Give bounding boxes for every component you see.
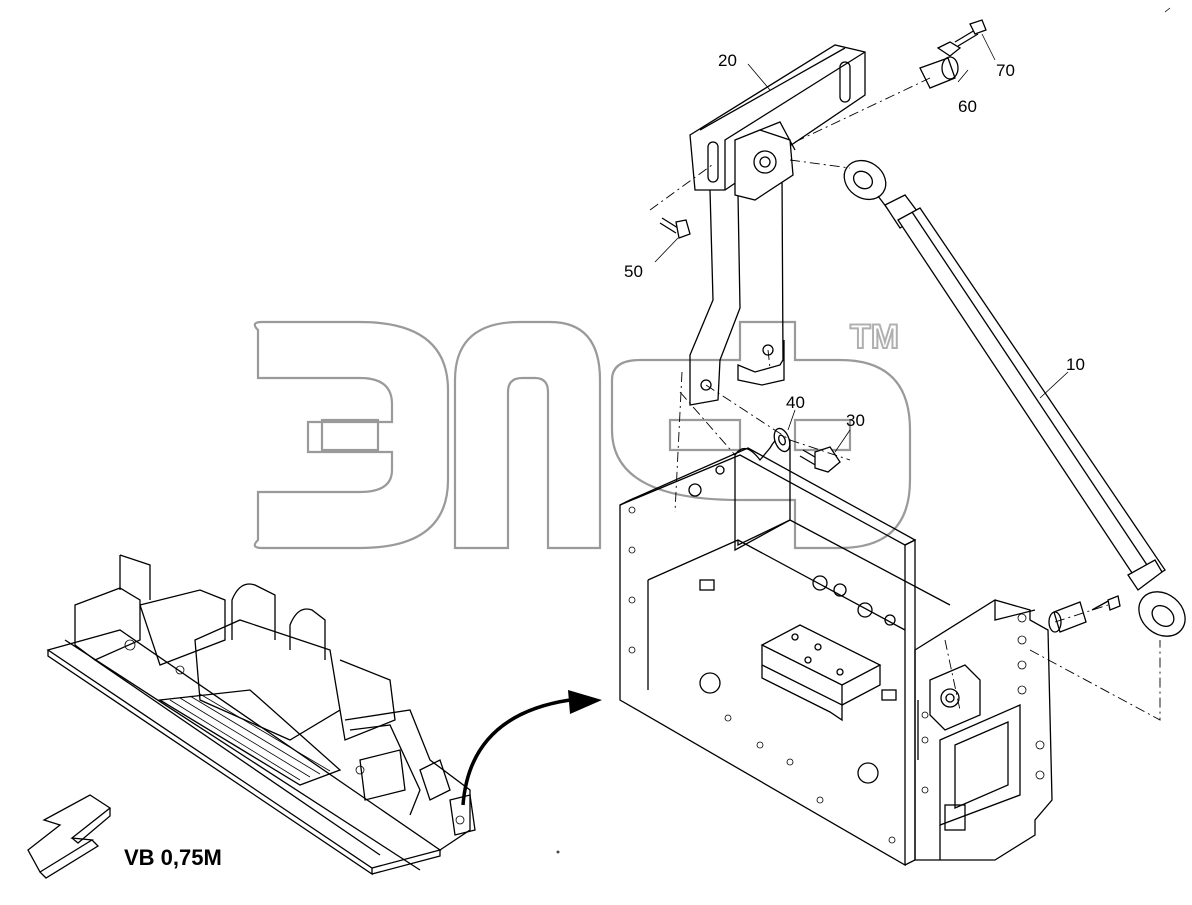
bracket-part [689, 44, 866, 406]
view-direction-arrow [27, 794, 112, 879]
hardware-parts [659, 217, 1121, 633]
frame-block [619, 435, 1053, 867]
machine-overview [46, 554, 476, 876]
leader-lines [654, 33, 1069, 453]
callout-10: 10 [1066, 355, 1085, 374]
trademark-mark: TM [850, 318, 899, 356]
watermark-logo: TM [253, 317, 912, 550]
callout-40: 40 [786, 393, 805, 412]
callout-60: 60 [958, 97, 977, 116]
callout-70: 70 [996, 61, 1015, 80]
callout-30: 30 [846, 411, 865, 430]
pointer-arrow [461, 690, 602, 806]
assembly-centerlines [649, 77, 1161, 721]
cylinder-part [843, 159, 1186, 637]
callout-20: 20 [718, 51, 737, 70]
view-label: VB 0,75M [124, 845, 222, 870]
callout-50: 50 [624, 262, 643, 281]
pin-and-bolt-top [919, 19, 987, 89]
corner-mark [1164, 7, 1171, 13]
stray-dot [556, 850, 560, 854]
